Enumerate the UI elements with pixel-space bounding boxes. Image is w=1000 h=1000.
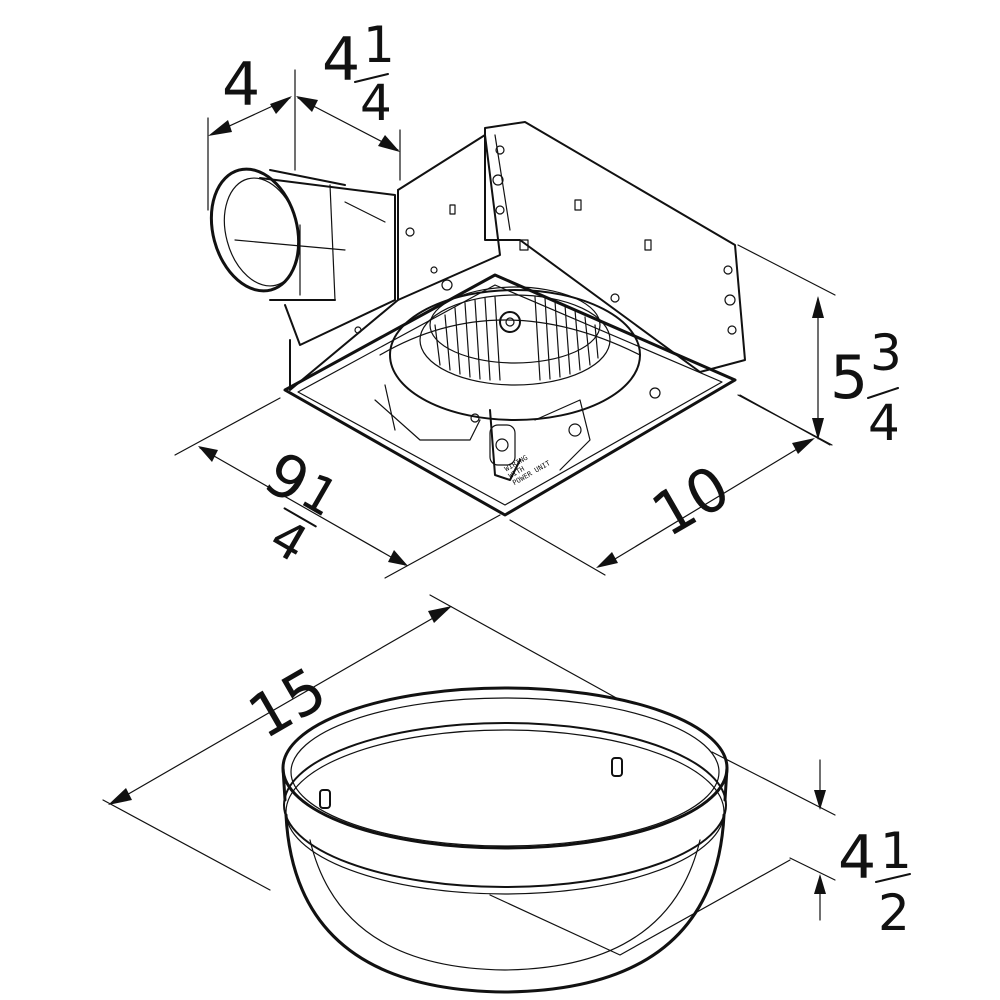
light-grille <box>281 686 791 994</box>
fan-height-denominator: 4 <box>868 394 900 452</box>
fan-height-numerator: 3 <box>870 324 902 382</box>
collar-width-numerator: 1 <box>363 16 395 74</box>
duct-depth-label: 4 <box>222 50 260 120</box>
grille-height-denominator: 2 <box>878 884 910 942</box>
dim-fan-width: 9 1 4 <box>174 397 501 579</box>
dim-duct-depth: 4 <box>207 50 296 211</box>
dim-grille-height: 4 1 2 <box>711 751 912 942</box>
fan-height-fraction-bar <box>867 387 899 399</box>
grille-height-fraction-bar <box>875 873 911 883</box>
fan-housing: WIRING WITH POWER UNIT <box>209 121 746 517</box>
duct-connector <box>209 167 396 346</box>
dim-collar-width: 4 1 4 <box>296 16 401 181</box>
fan-width-denominator: 4 <box>261 508 318 574</box>
dim-fan-height: 5 3 4 <box>737 244 902 452</box>
collar-width-denominator: 4 <box>360 74 392 132</box>
fan-length-label: 10 <box>641 452 742 551</box>
fan-width-fraction-bar <box>283 507 317 528</box>
grille-diameter-label: 15 <box>237 654 338 753</box>
grille-height-numerator: 1 <box>880 822 912 880</box>
grille-height-whole: 4 <box>838 823 876 893</box>
blower-wheel <box>434 296 599 381</box>
fan-height-whole: 5 <box>830 343 868 413</box>
collar-width-fraction-bar <box>354 73 389 83</box>
wiring-label: WIRING WITH POWER UNIT <box>503 454 552 487</box>
collar-width-whole: 4 <box>322 25 360 95</box>
